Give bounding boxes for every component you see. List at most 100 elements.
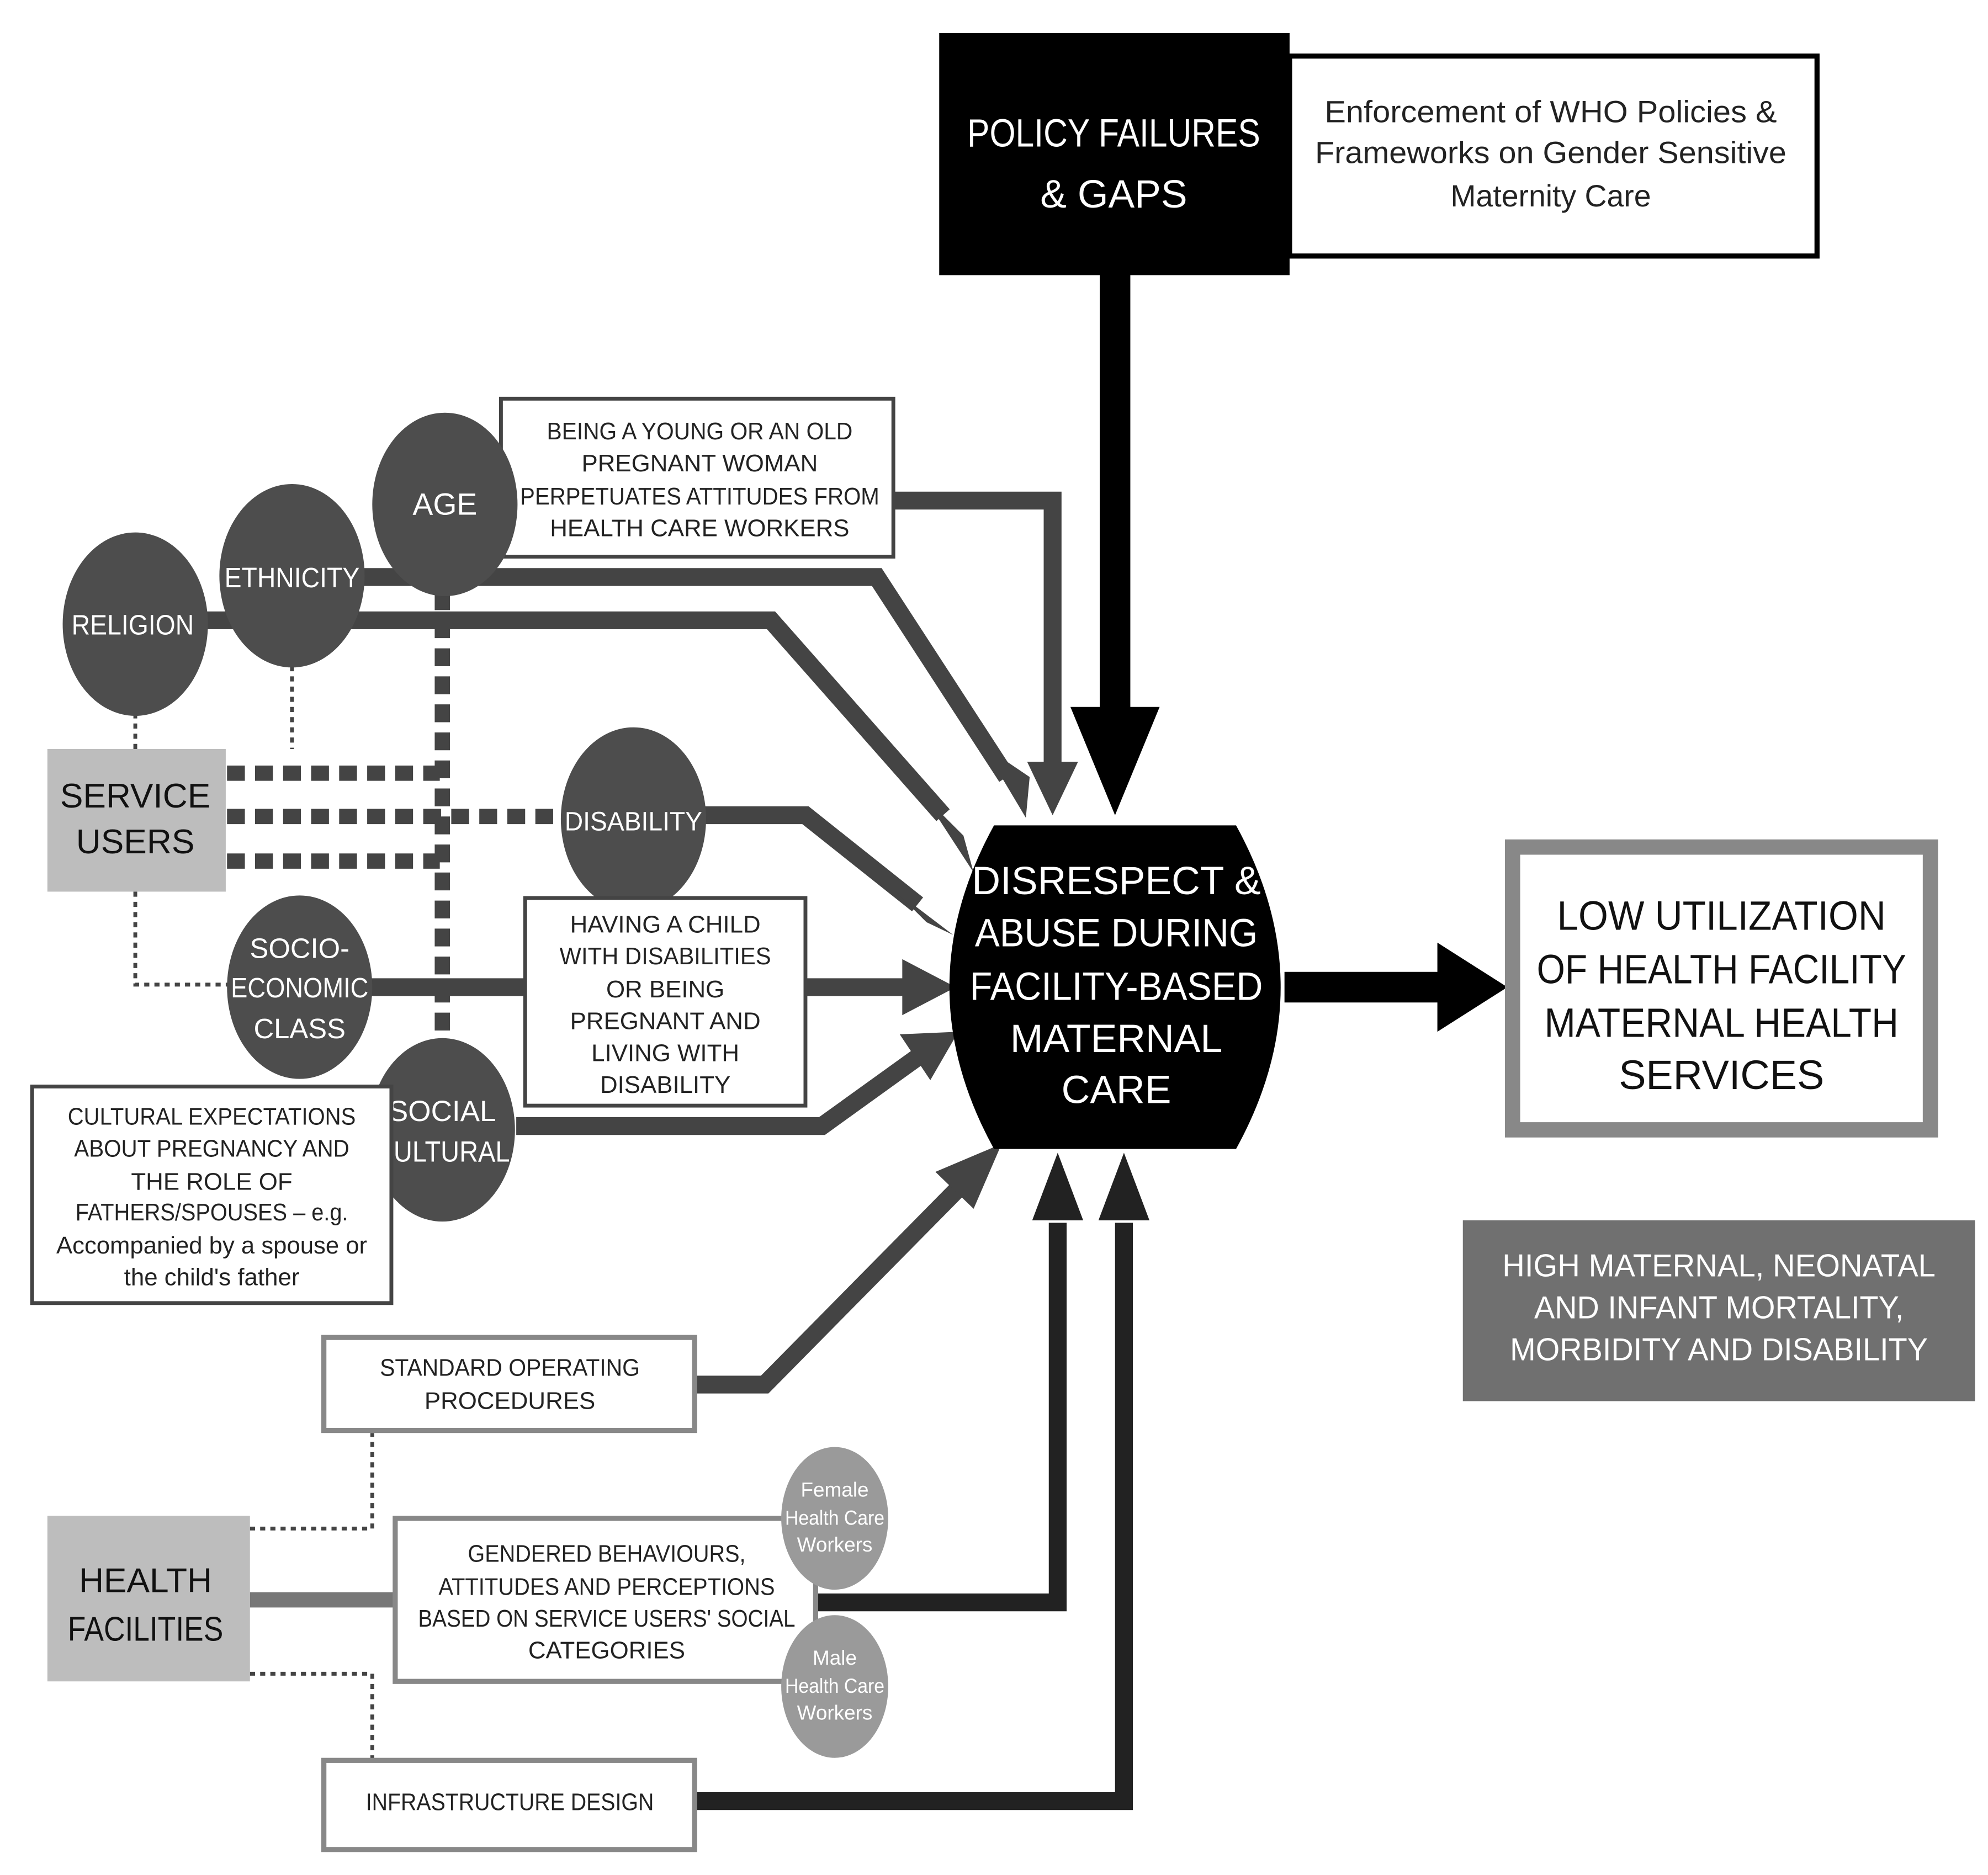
outcome-main-block: LOW UTILIZATION OF HEALTH FACILITY MATER… — [1504, 839, 1938, 1138]
male-workers-line3: Workers — [797, 1701, 873, 1724]
outcome-main-box — [1504, 839, 1938, 1138]
social-cultural-circle — [369, 1038, 515, 1222]
service-users-line1: SERVICE — [60, 777, 210, 815]
disability-note-line4: PREGNANT AND — [570, 1008, 761, 1035]
service-users-line2: USERS — [76, 823, 195, 861]
center-block: DISRESPECT & ABUSE DURING FACILITY-BASED… — [949, 825, 1281, 1149]
sop-line1: STANDARD OPERATING — [380, 1354, 640, 1381]
policy-title-line2: & GAPS — [1040, 172, 1187, 216]
disability-note-line1: HAVING A CHILD — [570, 911, 761, 938]
sop-line2: PROCEDURES — [425, 1387, 595, 1414]
religion-node: RELIGION — [62, 532, 208, 716]
gendered-line3: BASED ON SERVICE USERS' SOCIAL — [418, 1605, 795, 1632]
age-node: AGE — [372, 412, 518, 597]
age-note-arrow-head — [1027, 762, 1078, 815]
cultural-note-line1: CULTURAL EXPECTATIONS — [68, 1103, 356, 1130]
socio-economic-circle — [227, 895, 373, 1079]
cultural-note-line4: FATHERS/SPOUSES – e.g. — [76, 1199, 348, 1226]
who-note-line3: Maternity Care — [1450, 179, 1651, 213]
ethnicity-label: ETHNICITY — [225, 562, 360, 593]
ethnicity-arrow-head — [982, 745, 1030, 818]
dot-su-socio — [133, 891, 230, 987]
age-note-box — [499, 396, 895, 559]
center-line2: ABUSE DURING — [975, 911, 1258, 955]
male-workers-line1: Male — [813, 1646, 857, 1669]
who-enforcement-box — [1287, 53, 1820, 259]
age-note-line4: HEALTH CARE WORKERS — [550, 515, 849, 542]
socio-label-line2: ECONOMIC — [231, 972, 368, 1003]
health-facilities-line1: HEALTH — [79, 1562, 212, 1600]
disability-node: DISABILITY — [560, 727, 706, 911]
infrastructure-label: INFRASTRUCTURE DESIGN — [366, 1788, 654, 1815]
disability-note-line6: DISABILITY — [600, 1071, 730, 1098]
cultural-note-box — [30, 1085, 394, 1305]
center-barrel — [949, 825, 1281, 1149]
outcome-secondary-line3: MORBIDITY AND DISABILITY — [1510, 1332, 1928, 1368]
outcome-line2: OF HEALTH FACILITY — [1537, 947, 1906, 992]
ethnicity-circle — [219, 484, 365, 668]
infrastructure-arrow-head — [1098, 1152, 1150, 1220]
age-note-line1: BEING A YOUNG OR AN OLD — [547, 418, 852, 445]
infrastructure-block: INFRASTRUCTURE DESIGN — [321, 1757, 697, 1852]
female-workers-line3: Workers — [797, 1533, 873, 1556]
outcome-line3: MATERNAL HEALTH — [1544, 1000, 1899, 1046]
age-note-block: BEING A YOUNG OR AN OLD PREGNANT WOMAN P… — [499, 396, 895, 559]
outcome-line1: LOW UTILIZATION — [1557, 893, 1886, 939]
socio-economic-node: SOCIO- ECONOMIC CLASS — [227, 895, 373, 1079]
center-line3: FACILITY-BASED — [970, 965, 1263, 1009]
gendered-line2: ATTITUDES AND PERCEPTIONS — [438, 1573, 775, 1600]
disability-note-block: HAVING A CHILD WITH DISABILITIES OR BEIN… — [523, 896, 808, 1108]
outcome-line4: SERVICES — [1619, 1052, 1824, 1098]
disability-connector — [701, 806, 924, 912]
who-note-line2: Frameworks on Gender Sensitive — [1315, 135, 1786, 169]
religion-connector — [204, 611, 950, 821]
disability-note-line5: LIVING WITH — [591, 1039, 739, 1066]
social-label-line2: CULTURAL — [375, 1136, 510, 1168]
who-note-line1: Enforcement of WHO Policies & — [1324, 95, 1777, 129]
ethnicity-connector — [363, 568, 1015, 782]
sop-connector — [695, 1185, 962, 1394]
sop-block: STANDARD OPERATING PROCEDURES — [321, 1335, 697, 1433]
gendered-block: GENDERED BEHAVIOURS, ATTITUDES AND PERCE… — [393, 1516, 819, 1684]
male-workers-line2: Health Care — [785, 1675, 884, 1697]
service-users-box — [47, 748, 226, 892]
socio-label-line3: CLASS — [254, 1013, 346, 1044]
center-line5: CARE — [1062, 1068, 1171, 1112]
age-note-line3: PERPETUATES ATTITUDES FROM — [520, 483, 879, 510]
outcome-secondary-line2: AND INFANT MORTALITY, — [1534, 1290, 1904, 1326]
infrastructure-connector — [695, 1223, 1133, 1810]
gendered-line4: CATEGORIES — [528, 1637, 685, 1664]
outcome-secondary-box — [1462, 1220, 1975, 1401]
disability-note-box — [523, 896, 808, 1108]
female-workers-line2: Health Care — [785, 1506, 884, 1529]
outcome-arrow-head — [1437, 942, 1508, 1032]
socio-label-line1: SOCIO- — [250, 932, 350, 964]
policy-title-line1: POLICY FAILURES — [967, 111, 1260, 155]
cultural-note-line2: ABOUT PREGNANCY AND — [74, 1135, 349, 1162]
cultural-note-block: CULTURAL EXPECTATIONS ABOUT PREGNANCY AN… — [30, 1085, 394, 1305]
ethnicity-node: ETHNICITY — [219, 484, 365, 668]
policy-arrow-head — [1070, 707, 1160, 815]
female-workers-circle — [781, 1447, 888, 1590]
center-line1: DISRESPECT & — [972, 859, 1260, 903]
disability-note-line3: OR BEING — [606, 976, 724, 1003]
disability-circle — [560, 727, 706, 911]
age-note-line2: PREGNANT WOMAN — [582, 450, 818, 477]
disability-label: DISABILITY — [565, 807, 702, 837]
gendered-connector — [815, 1223, 1067, 1612]
infrastructure-box — [321, 1757, 697, 1852]
social-cultural-connector — [516, 1050, 923, 1135]
dot-hf-infra — [250, 1671, 374, 1761]
gendered-line1: GENDERED BEHAVIOURS, — [468, 1540, 745, 1567]
female-workers-line1: Female — [800, 1479, 868, 1501]
gendered-box — [393, 1516, 819, 1684]
outcome-secondary-block: HIGH MATERNAL, NEONATAL AND INFANT MORTA… — [1462, 1220, 1975, 1401]
policy-failures-block: POLICY FAILURES & GAPS Enforcement of WH… — [939, 33, 1820, 275]
social-label-line1: SOCIAL — [389, 1095, 496, 1128]
policy-failures-box — [939, 33, 1290, 275]
disability-note-line2: WITH DISABILITIES — [560, 943, 771, 970]
cultural-note-line6: the child's father — [124, 1264, 300, 1291]
health-facilities-line2: FACILITIES — [68, 1610, 224, 1648]
connector-lines — [133, 272, 1446, 1810]
religion-arrow-head — [924, 796, 974, 873]
